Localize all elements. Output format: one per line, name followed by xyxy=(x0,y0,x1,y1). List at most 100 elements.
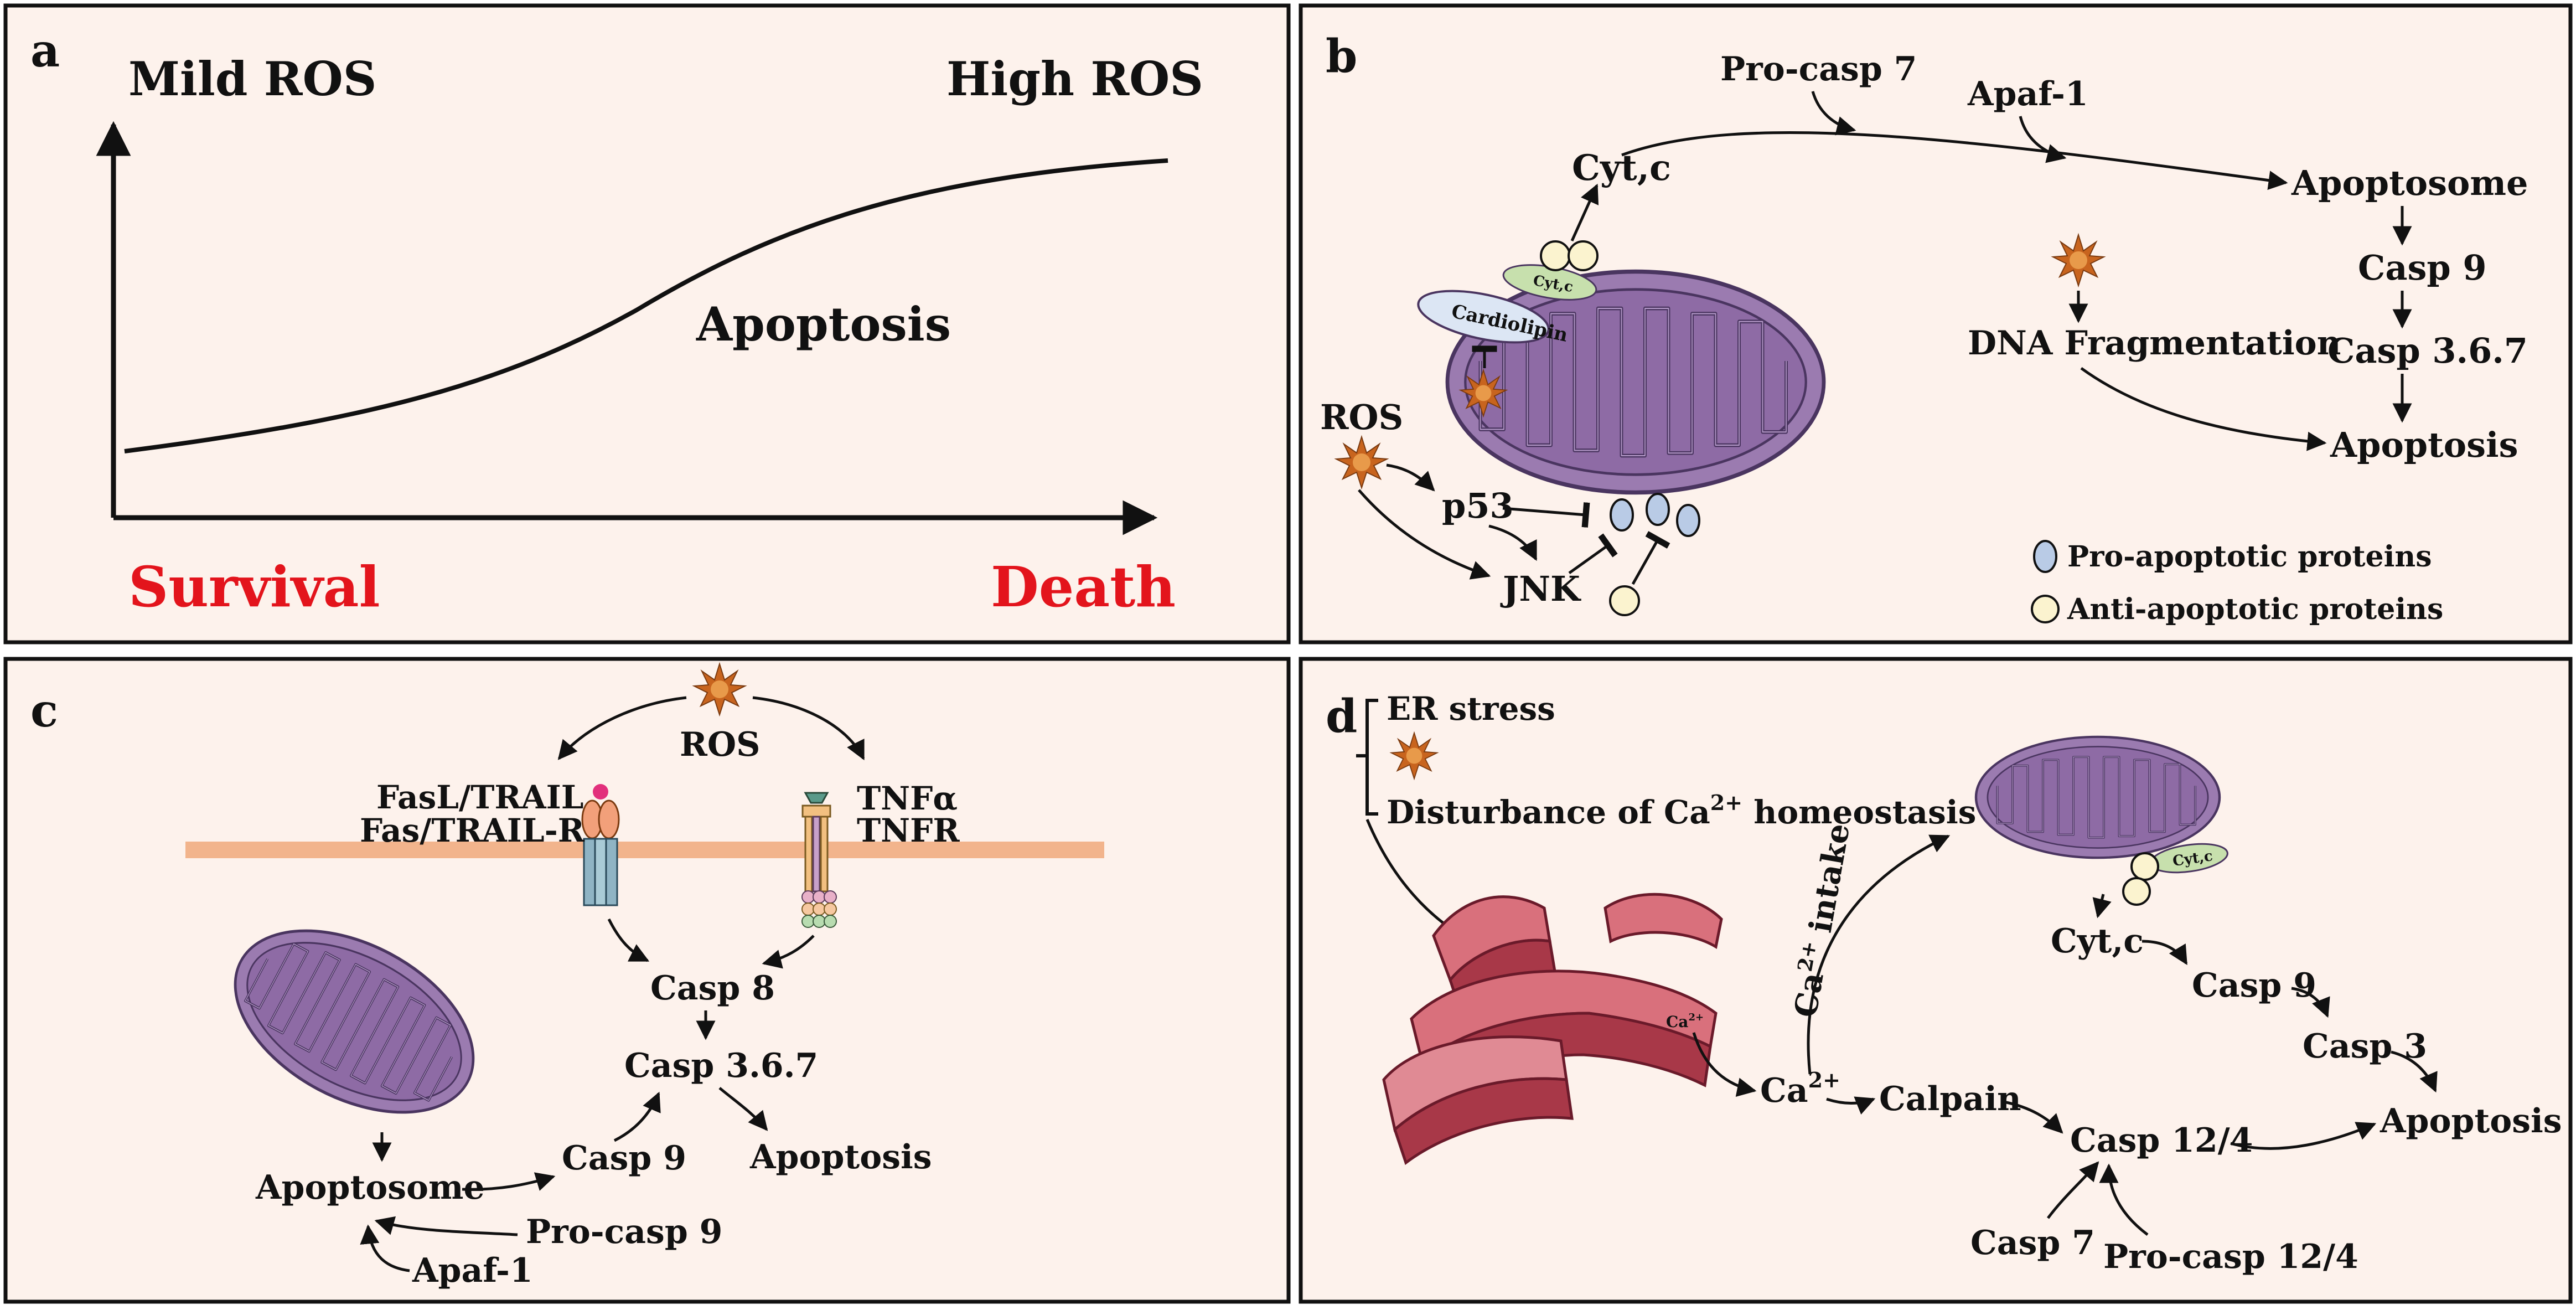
cytc-release-arrow xyxy=(1570,183,1599,242)
apoptosis-label: Apoptosis xyxy=(2380,1102,2562,1141)
casp7-label: Casp 7 xyxy=(1970,1224,2095,1262)
endoplasmic-reticulum-icon xyxy=(1382,893,1723,1165)
high-ros-label: High ROS xyxy=(946,51,1203,106)
ca-intake-arrow xyxy=(1807,834,1951,1075)
cytc-label: Cyt,c xyxy=(2051,922,2144,961)
apoptosome-to-casp9 xyxy=(462,1172,556,1191)
ros-to-p53 xyxy=(1386,463,1435,492)
pro-casp9-arrow xyxy=(374,1216,518,1236)
anti-apoptotic-protein xyxy=(1609,585,1640,616)
ros-to-fasl xyxy=(557,696,687,760)
casp9-label: Casp 9 xyxy=(2358,247,2487,288)
fasl-label: FasL/TRAIL xyxy=(376,778,583,816)
calpain-to-casp124 xyxy=(2003,1100,2063,1134)
tnfr-receptor-icon xyxy=(801,792,837,928)
apoptosome-label: Apoptosome xyxy=(2291,163,2528,203)
survival-label: Survival xyxy=(128,554,380,620)
er-stress-label: ER stress xyxy=(1387,690,1555,728)
panel-d: d ER stress Disturbance of Ca2+ homeosta… xyxy=(1326,690,2562,1276)
jnk-inhibit xyxy=(1568,533,1618,575)
tnfa-label: TNFα xyxy=(857,780,958,817)
ca-to-calpain xyxy=(1826,1096,1876,1115)
apoptosis-label: Apoptosis xyxy=(749,1138,932,1177)
jnk-label: JNK xyxy=(1500,569,1581,609)
pro-apoptotic-protein xyxy=(1676,504,1700,537)
cell-membrane xyxy=(185,842,1104,858)
panel-b-label: b xyxy=(1326,30,1357,83)
er-to-ca xyxy=(1692,1032,1757,1097)
anti-apoptotic-protein xyxy=(2130,852,2159,881)
disturbance-label: Disturbance of Ca2+ homeostasis xyxy=(1387,790,1976,831)
casp367-to-apoptosis xyxy=(718,1087,768,1131)
pro-casp7-arrow xyxy=(1811,91,1856,136)
casp9-to-casp367 xyxy=(613,1091,661,1142)
apaf1-arrow xyxy=(360,1224,410,1272)
ca-in-er-label: Ca2+ xyxy=(1666,1012,1704,1031)
fas-receptor-icon xyxy=(581,784,620,906)
casp124-to-apoptosis xyxy=(2230,1122,2377,1150)
fas-to-casp8 xyxy=(607,918,650,962)
curve-label: Apoptosis xyxy=(696,297,951,352)
apoptosis-label: Apoptosis xyxy=(2330,425,2518,465)
calpain-label: Calpain xyxy=(1879,1080,2021,1118)
pro-casp124-label: Pro-casp 12/4 xyxy=(2103,1237,2358,1276)
cardiolipin-shape xyxy=(1417,290,1550,344)
cytc-release-arrow xyxy=(2092,894,2112,919)
panel-b: b Cardiolipin Cyt,c Cyt,c Pro-casp 7 Apa… xyxy=(1320,30,2528,626)
legend-anti-label: Anti-apoptotic proteins xyxy=(2067,592,2443,626)
pro-casp124-arrow xyxy=(2099,1163,2149,1236)
casp124-label: Casp 12/4 xyxy=(2070,1121,2253,1160)
pro-apoptotic-protein xyxy=(1610,498,1634,532)
anti-apoptotic-protein xyxy=(1568,240,1599,271)
apaf1-arrow xyxy=(2019,116,2067,163)
apaf1-label: Apaf-1 xyxy=(412,1251,533,1290)
p53-to-jnk xyxy=(1488,524,1538,561)
panel-a-label: a xyxy=(30,24,60,78)
panel-a-frame xyxy=(3,3,1291,644)
mitochondrion-icon xyxy=(1976,737,2220,858)
ros-to-tnfa xyxy=(752,696,865,761)
ca-label: Ca2+ xyxy=(1760,1067,1840,1110)
apaf1-label: Apaf-1 xyxy=(1967,75,2088,114)
casp3-to-apoptosis xyxy=(2391,1050,2438,1093)
pro-apoptotic-protein xyxy=(1646,493,1670,526)
cytc-to-apoptosome xyxy=(1621,131,2288,190)
panel-c-label: c xyxy=(30,684,58,737)
casp367-label: Casp 3.6.7 xyxy=(624,1046,818,1085)
casp9-label: Casp 9 xyxy=(2192,966,2316,1005)
p53-label: p53 xyxy=(1442,486,1514,526)
panel-c-frame xyxy=(3,657,1291,1304)
pro-casp9-label: Pro-casp 9 xyxy=(526,1213,722,1251)
anti-inhibit xyxy=(1631,531,1670,585)
death-label: Death xyxy=(991,554,1176,620)
casp9-to-casp3 xyxy=(2291,987,2330,1018)
dna-fragmentation-label: DNA Fragmentation xyxy=(1968,324,2341,363)
legend-pro-swatch xyxy=(2033,540,2057,573)
apoptosome-label: Apoptosome xyxy=(255,1168,485,1207)
casp3-label: Casp 3 xyxy=(2303,1027,2427,1066)
dna-to-apoptosis xyxy=(2080,367,2327,451)
casp9-label: Casp 9 xyxy=(562,1139,686,1178)
p53-inhibit xyxy=(1502,502,1590,528)
legend-anti-swatch xyxy=(2031,595,2060,623)
cytc-to-casp9 xyxy=(2142,940,2188,966)
cytc-label: Cyt,c xyxy=(1572,147,1671,189)
bracket xyxy=(1356,699,1378,816)
ros-label: ROS xyxy=(1320,397,1403,437)
apoptosis-curve xyxy=(124,158,1168,453)
panel-a: a Mild ROS High ROS Apoptosis Survival D… xyxy=(30,24,1203,620)
fas-label: Fas/TRAIL-R xyxy=(360,812,585,849)
panel-d-label: d xyxy=(1326,690,1357,743)
tnfr-to-casp8 xyxy=(762,935,815,969)
ros-to-jnk xyxy=(1358,489,1491,580)
panel-c: c ROS FasL/TRAIL Fas/TRAIL-R xyxy=(30,663,1104,1290)
pro-casp7-label: Pro-casp 7 xyxy=(1720,50,1917,89)
tnfr-label: TNFR xyxy=(857,812,960,849)
legend-pro-label: Pro-apoptotic proteins xyxy=(2067,540,2432,574)
ros-label: ROS xyxy=(680,725,760,764)
casp7-arrow xyxy=(2047,1161,2099,1219)
anti-apoptotic-protein xyxy=(1540,240,1571,271)
mild-ros-label: Mild ROS xyxy=(128,51,376,106)
